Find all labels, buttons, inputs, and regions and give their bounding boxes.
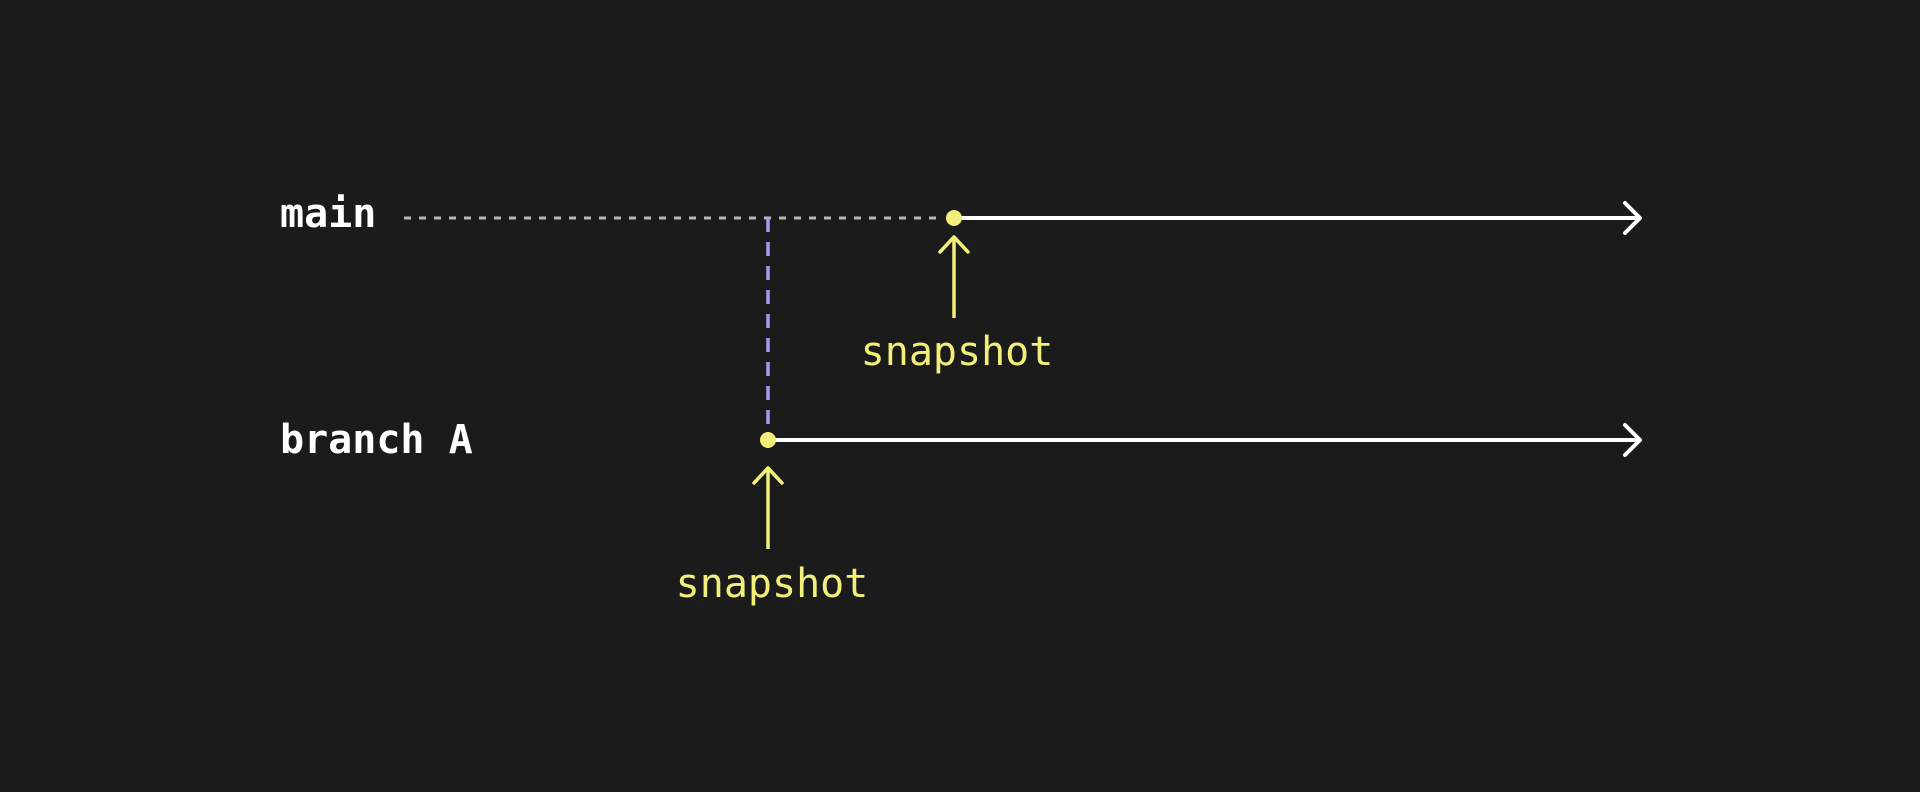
branch-a-snapshot-arrow-up-icon — [752, 466, 784, 485]
branch-label-main: main — [280, 191, 376, 237]
branch-a-arrowhead-icon — [1623, 423, 1642, 457]
main-snapshot-label: snapshot — [861, 329, 1054, 375]
branch-a-snapshot-label: snapshot — [676, 561, 869, 607]
main-snapshot-arrow-up-icon — [938, 235, 970, 254]
main-arrowhead-icon — [1623, 201, 1642, 235]
branch-label-branch-a: branch A — [280, 417, 473, 463]
branch-a-snapshot-dot — [760, 432, 776, 448]
main-snapshot-dot — [946, 210, 962, 226]
